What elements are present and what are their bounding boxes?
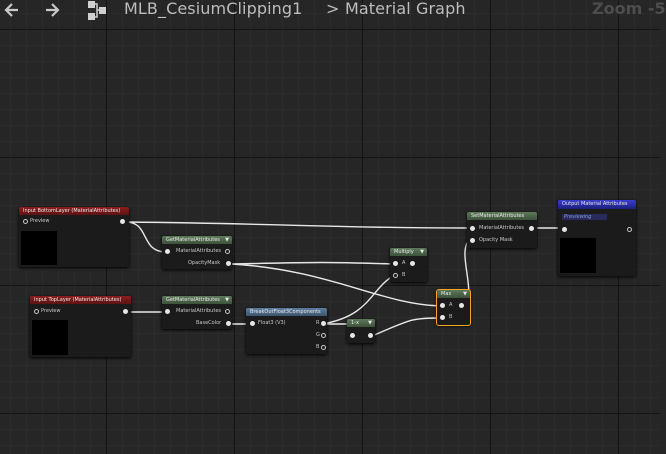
output-pin[interactable] <box>225 249 230 254</box>
output-pin[interactable] <box>226 321 231 326</box>
pin-label: MaterialAttributes <box>176 248 221 254</box>
input-pin[interactable] <box>250 321 255 326</box>
input-pin-b[interactable] <box>440 315 445 320</box>
preview-toggle-icon[interactable] <box>23 219 28 224</box>
breadcrumb-asset[interactable]: MLB_CesiumClipping1 <box>124 0 303 18</box>
wire-r-to-multiply <box>321 275 394 325</box>
output-pin[interactable] <box>226 261 231 266</box>
wire-bottom-to-get1 <box>125 221 167 253</box>
pin-label: Opacity Mask <box>479 237 513 243</box>
pin-label: B <box>402 272 406 278</box>
breadcrumb-separator: > <box>326 0 340 18</box>
preview-toggle-icon[interactable] <box>34 309 39 314</box>
back-button[interactable] <box>2 0 24 20</box>
wire-opacity-to-max <box>231 263 441 307</box>
input-pin[interactable] <box>165 249 170 254</box>
node-title: Output Material Attributes <box>558 200 636 209</box>
input-pin-b[interactable] <box>393 273 398 278</box>
pin-label: A <box>449 302 453 308</box>
get-material-attributes-node[interactable]: GetMaterialAttributes▼ MaterialAttribute… <box>162 236 232 269</box>
node-title: 1-x▼ <box>347 319 375 327</box>
input-pin-a[interactable] <box>393 261 398 266</box>
zoom-level: Zoom -5 <box>592 0 666 18</box>
output-pin[interactable] <box>529 226 534 231</box>
breadcrumb-graph[interactable]: Material Graph <box>345 0 466 18</box>
output-pin[interactable] <box>459 303 464 308</box>
chevron-down-icon: ▼ <box>420 249 424 255</box>
preview-thumbnail <box>32 320 68 355</box>
pin-label: B <box>316 344 320 350</box>
output-pin-g[interactable] <box>321 333 326 338</box>
pin-label: A <box>402 260 406 266</box>
chevron-down-icon: ▼ <box>225 297 229 303</box>
output-pin[interactable] <box>123 309 128 314</box>
arrow-right-icon <box>46 3 60 17</box>
multiply-node[interactable]: Multiply▼ A B <box>390 248 427 282</box>
pin-label: R <box>316 320 320 326</box>
node-graph-icon <box>86 0 108 20</box>
break-out-float3-node[interactable]: BreakOutFloat3Components Float3 (V3) R G… <box>246 308 327 354</box>
preview-label: Preview <box>41 308 61 314</box>
output-pin[interactable] <box>410 261 415 266</box>
preview-thumbnail <box>560 238 596 273</box>
get-material-attributes-node[interactable]: GetMaterialAttributes▼ MaterialAttribute… <box>162 296 232 329</box>
input-bottom-layer-node[interactable]: Input BottomLayer (MaterialAttributes) P… <box>19 207 129 267</box>
input-pin[interactable] <box>350 333 355 338</box>
input-pin[interactable] <box>165 309 170 314</box>
preview-thumbnail <box>21 231 57 265</box>
input-top-layer-node[interactable]: Input TopLayer (MaterialAttributes) Prev… <box>30 296 131 357</box>
pin-label: OpacityMask <box>188 260 221 266</box>
arrow-left-icon <box>4 3 18 17</box>
chevron-down-icon: ▼ <box>463 291 467 297</box>
output-pin[interactable] <box>368 333 373 338</box>
forward-button[interactable] <box>42 0 64 20</box>
chevron-down-icon: ▼ <box>225 237 229 243</box>
node-title: Input TopLayer (MaterialAttributes) <box>30 296 131 304</box>
output-pin[interactable] <box>225 309 230 314</box>
output-pin[interactable] <box>120 219 125 224</box>
pin-label: MaterialAttributes <box>479 225 524 231</box>
node-title: GetMaterialAttributes▼ <box>162 296 232 304</box>
editor-breadcrumb-bar: MLB_CesiumClipping1 > Material Graph Zoo… <box>0 0 666 22</box>
node-title: BreakOutFloat3Components <box>246 308 327 316</box>
node-title: GetMaterialAttributes▼ <box>162 236 232 244</box>
output-pin-b[interactable] <box>321 345 326 350</box>
pin-label: B <box>449 314 453 320</box>
output-pin[interactable] <box>627 227 632 232</box>
pin-label: Float3 (V3) <box>258 320 286 326</box>
output-material-attributes-node[interactable]: Output Material Attributes Previewing <box>558 200 636 276</box>
pin-label: BaseColor <box>196 320 222 326</box>
input-pin[interactable] <box>470 226 475 231</box>
pin-label: G <box>316 332 320 338</box>
max-node[interactable]: Max▼ A B <box>436 289 471 326</box>
node-title: Input BottomLayer (MaterialAttributes) <box>19 207 129 215</box>
set-material-attributes-node[interactable]: SetMaterialAttributes MaterialAttributes… <box>467 212 537 248</box>
wire-opacity-to-multiply <box>231 261 394 265</box>
node-title: Max▼ <box>437 290 470 298</box>
preview-label: Preview <box>30 218 50 224</box>
node-title: SetMaterialAttributes <box>467 212 537 220</box>
input-pin[interactable] <box>562 227 567 232</box>
output-pin-r[interactable] <box>321 321 326 326</box>
one-minus-node[interactable]: 1-x▼ <box>347 319 375 343</box>
input-pin[interactable] <box>470 238 475 243</box>
previewing-status: Previewing <box>562 214 608 220</box>
wire-oneminus-to-max <box>371 317 441 337</box>
wire-bottom-to-set <box>125 221 471 229</box>
pin-label: MaterialAttributes <box>176 308 221 314</box>
chevron-down-icon: ▼ <box>368 320 372 326</box>
node-title: Multiply▼ <box>390 248 427 256</box>
input-pin-a[interactable] <box>440 303 445 308</box>
